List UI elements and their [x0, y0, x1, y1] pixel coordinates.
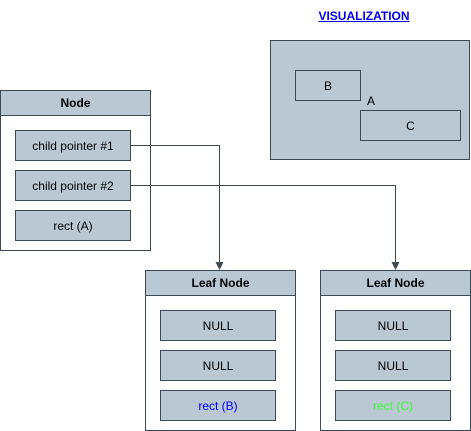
leaf-node-left-field-null-1: NULL: [160, 310, 276, 341]
visualization-title[interactable]: VISUALIZATION: [318, 9, 410, 23]
field-label: NULL: [377, 358, 409, 373]
root-node-title: Node: [1, 91, 150, 116]
field-label: child pointer #1: [32, 138, 114, 153]
pointer-1-connector: [131, 145, 224, 270]
leaf-node-left-field-rect-b: rect (B): [160, 390, 276, 421]
field-label: rect (C): [373, 398, 413, 413]
visualization-rect-c-label: C: [406, 118, 415, 133]
field-label: NULL: [377, 318, 409, 333]
visualization-rect-b: B: [295, 70, 361, 101]
leaf-node-right-field-null-2: NULL: [335, 350, 451, 381]
leaf-node-right-field-rect-c: rect (C): [335, 390, 451, 421]
root-node-field-rect-a: rect (A): [15, 210, 131, 241]
root-node-field-child-pointer-1: child pointer #1: [15, 130, 131, 161]
field-label: rect (B): [198, 398, 238, 413]
visualization-rect-a-label: A: [367, 94, 376, 108]
pointer-2-connector: [131, 185, 400, 270]
root-node-field-child-pointer-2: child pointer #2: [15, 170, 131, 201]
leaf-node-right-title: Leaf Node: [321, 271, 470, 296]
leaf-node-left-title: Leaf Node: [146, 271, 295, 296]
field-label: rect (A): [53, 218, 93, 233]
visualization-rect-b-label: B: [323, 78, 332, 93]
leaf-node-left-field-null-2: NULL: [160, 350, 276, 381]
visualization-rect-c: C: [360, 110, 461, 141]
field-label: NULL: [202, 318, 234, 333]
field-label: child pointer #2: [32, 178, 114, 193]
leaf-node-right-field-null-1: NULL: [335, 310, 451, 341]
field-label: NULL: [202, 358, 234, 373]
